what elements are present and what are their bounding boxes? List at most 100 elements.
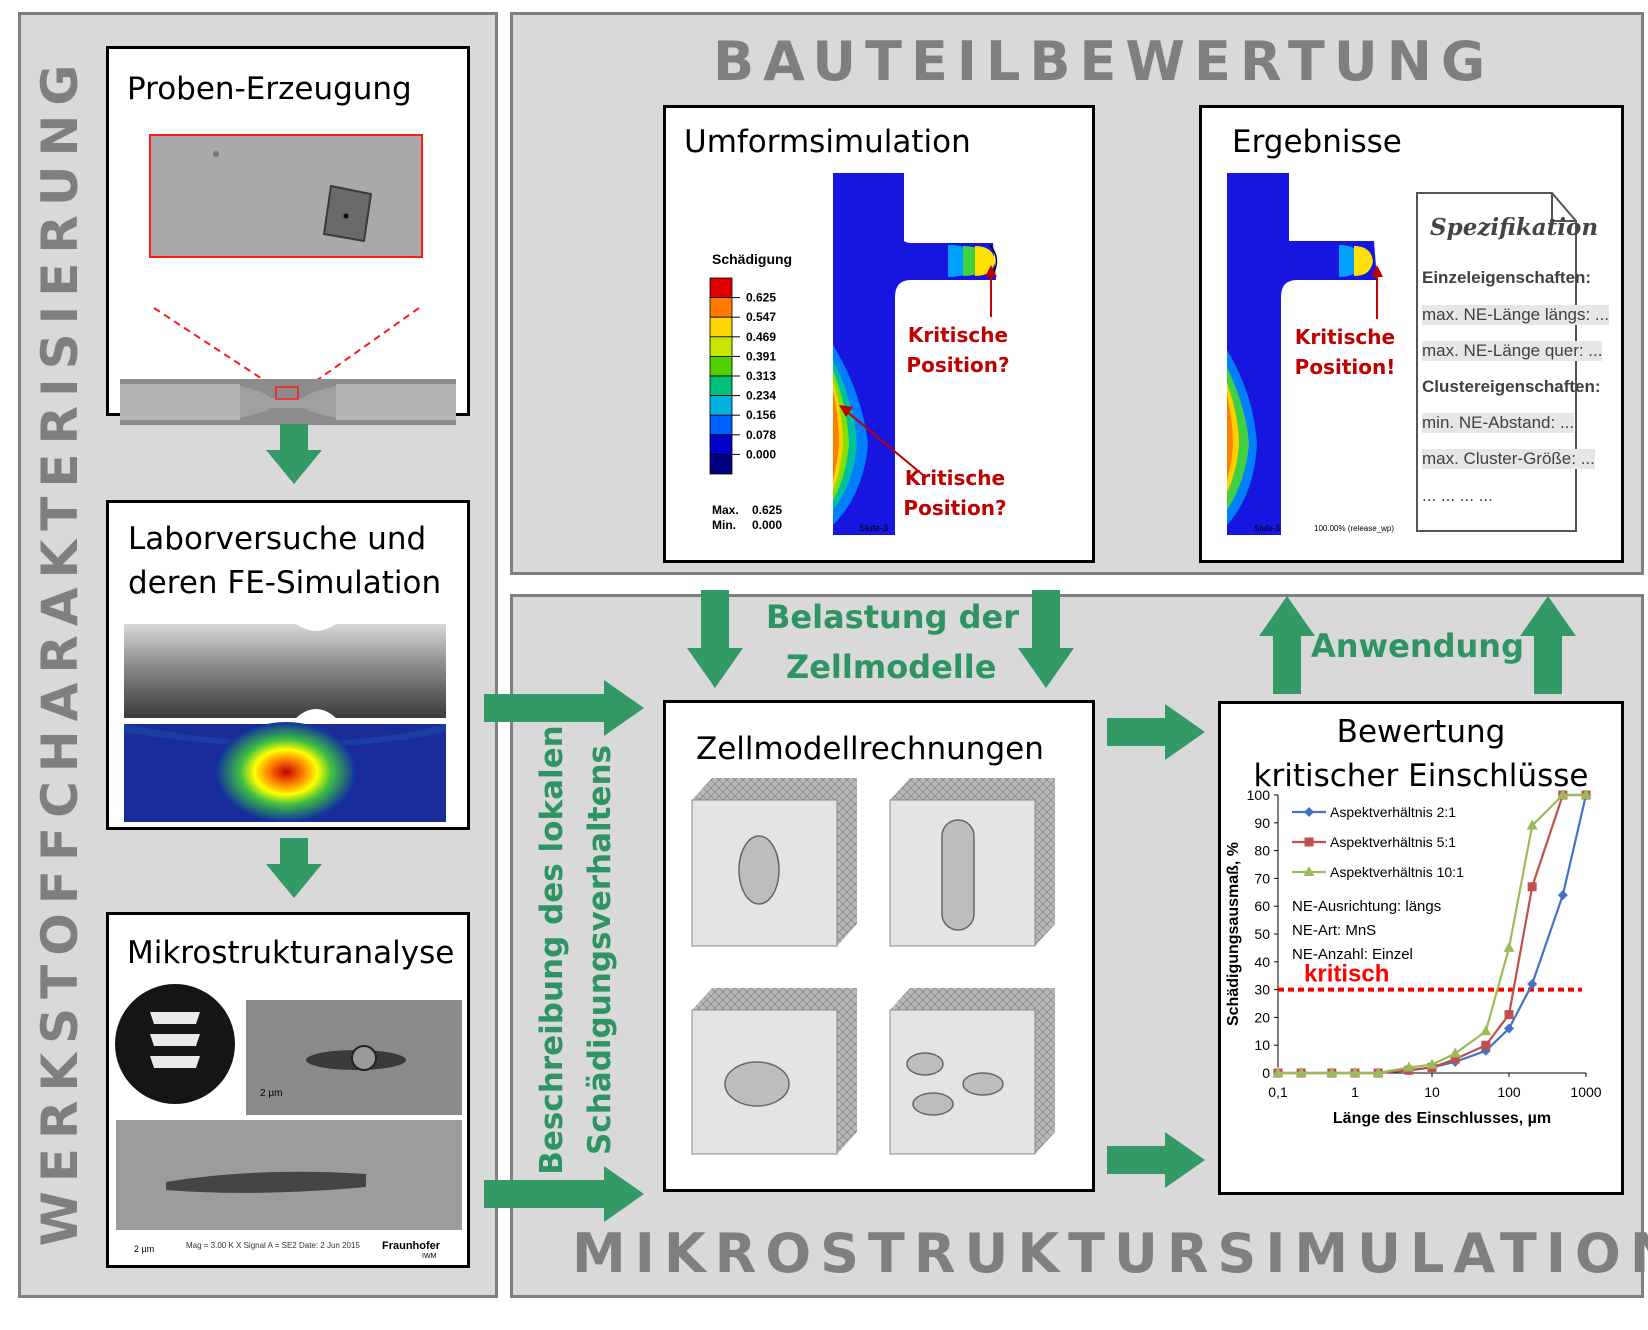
- legend-value: 0.000: [746, 447, 776, 461]
- data-point: [1557, 789, 1569, 799]
- arrow-right-zell-1: [1107, 704, 1205, 760]
- chart-annotation: NE-Art: MnS: [1292, 922, 1376, 939]
- bewertung-title-line2: kritischer Einschlüsse: [1253, 758, 1589, 794]
- belastung-label-2: Zellmodelle: [786, 648, 997, 686]
- legend-value: 0.391: [746, 349, 776, 363]
- y-tick-label: 80: [1254, 843, 1270, 859]
- umform-title: Umformsimulation: [684, 124, 971, 160]
- data-point: [1503, 941, 1515, 952]
- x-tick-label: 10: [1424, 1084, 1440, 1100]
- arrow-down-2: [266, 838, 322, 898]
- svg-text:Stufe-3: Stufe-3: [859, 523, 888, 533]
- spec-line-7: ... ... ... ...: [1422, 486, 1493, 505]
- vertical-label-1: Beschreibung des lokalen: [534, 725, 570, 1175]
- data-point: [1326, 1067, 1338, 1077]
- y-tick-label: 50: [1254, 926, 1270, 942]
- data-point: [1504, 1023, 1514, 1034]
- svg-text:2 µm: 2 µm: [260, 1088, 282, 1099]
- umform-min-label: Min.: [712, 518, 736, 532]
- legend-value: 0.234: [746, 389, 776, 403]
- spec-line-6: max. Cluster-Größe: ...: [1422, 449, 1595, 469]
- arrow-right-labor: [484, 680, 644, 736]
- x-tick-label: 0,1: [1268, 1084, 1288, 1100]
- legend-value: 0.547: [746, 310, 776, 324]
- arrow-right-zell-2: [1107, 1132, 1205, 1188]
- arrow-down-1: [266, 424, 322, 484]
- umform-min-value: 0.000: [752, 518, 783, 532]
- chart-annotation: NE-Anzahl: Einzel: [1292, 946, 1413, 963]
- data-point: [1349, 1067, 1361, 1077]
- proben-box: Proben-Erzeugung: [106, 46, 470, 425]
- data-point: [1450, 1054, 1460, 1064]
- legend-value: 0.156: [746, 408, 776, 422]
- x-axis-label: Länge des Einschlusses, µm: [1333, 1110, 1551, 1127]
- legend-label: Aspektverhältnis 5:1: [1330, 834, 1456, 850]
- data-point: [1527, 979, 1538, 990]
- x-tick-label: 100: [1497, 1084, 1521, 1100]
- data-point: [1481, 1040, 1491, 1050]
- ergebnisse-box: Ergebnisse Stufe-3 100.00% (release_wp) …: [1199, 105, 1624, 563]
- ergebnisse-title: Ergebnisse: [1232, 124, 1402, 160]
- labor-title-line1: Laborversuche und: [128, 521, 427, 557]
- spec-title: Spezifikation: [1430, 214, 1599, 241]
- bauteil-title: BAUTEILBEWERTUNG: [713, 30, 1495, 93]
- legend-value: 0.078: [746, 428, 776, 442]
- data-point: [1272, 1067, 1284, 1077]
- umform-fe-plot: Stufe-3: [833, 173, 998, 535]
- data-point: [1295, 1067, 1307, 1077]
- vertical-label-2: Schädigungsverhaltens: [582, 745, 618, 1155]
- umform-legend: 0.625 0.547 0.469 0.391 0.313 0.234 0.156 0.078…: [709, 277, 776, 475]
- umform-max-label: Max.: [712, 503, 739, 517]
- data-point: [1426, 1058, 1438, 1069]
- mikro-logo: Fraunhofer: [382, 1240, 441, 1252]
- legend-value: 0.469: [746, 330, 776, 344]
- arrow-up-anwendung-left: [1259, 596, 1315, 694]
- zellmodell-box: Zellmodellrechnungen: [663, 700, 1095, 1192]
- y-tick-label: 10: [1254, 1037, 1270, 1053]
- anwendung-label: Anwendung: [1311, 627, 1524, 665]
- belastung-label-1: Belastung der: [766, 598, 1019, 636]
- labor-images: [124, 624, 446, 822]
- arrow-right-mikro: [484, 1166, 644, 1222]
- mikro-box: Mikrostrukturanalyse 2 µm 2 µm Mag = 3.0…: [106, 912, 470, 1268]
- y-tick-label: 0: [1262, 1065, 1270, 1081]
- labor-box: Laborversuche und deren FE-Simulation: [106, 500, 470, 830]
- y-tick-label: 60: [1254, 898, 1270, 914]
- y-tick-label: 40: [1254, 954, 1270, 970]
- x-tick-label: 1: [1351, 1084, 1359, 1100]
- legend-value: 0.313: [746, 369, 776, 383]
- threshold-label: kritisch: [1304, 961, 1389, 988]
- legend-label: Aspektverhältnis 10:1: [1330, 864, 1464, 880]
- labor-title-line2: deren FE-Simulation: [128, 565, 442, 601]
- legend-value: 0.625: [746, 291, 776, 305]
- mikrosim-title: MIKROSTRUKTURSIMULATION: [572, 1222, 1648, 1285]
- data-point: [1403, 1061, 1415, 1072]
- proben-micrograph: [120, 134, 456, 425]
- data-point: [1557, 890, 1568, 901]
- arrow-up-anwendung-right: [1520, 596, 1576, 694]
- data-point: [1504, 1010, 1514, 1020]
- mikro-title: Mikrostrukturanalyse: [127, 935, 455, 971]
- data-point: [1480, 1025, 1492, 1036]
- spec-line-5: min. NE-Abstand: ...: [1422, 413, 1575, 433]
- data-point: [1449, 1047, 1461, 1058]
- svg-text:Stufe-3: Stufe-3: [1254, 524, 1280, 533]
- bewertung-title-line1: Bewertung: [1336, 714, 1506, 750]
- zellmodell-cubes: [691, 778, 1055, 1155]
- svg-text:100.00% (release_wp): 100.00% (release_wp): [1314, 524, 1394, 533]
- arrow-down-belastung-right: [1018, 590, 1074, 688]
- svg-text:IWM: IWM: [422, 1253, 437, 1260]
- arrow-down-belastung-left: [687, 590, 743, 688]
- proben-title: Proben-Erzeugung: [127, 71, 412, 107]
- mikro-images: 2 µm 2 µm Mag = 3.00 K X Signal A = SE2 …: [115, 984, 462, 1260]
- ergebnisse-fe-plot: Stufe-3 100.00% (release_wp): [1227, 173, 1577, 535]
- data-point: [1526, 819, 1538, 830]
- zellmodell-title: Zellmodellrechnungen: [696, 731, 1044, 767]
- chart-annotation: NE-Ausrichtung: längs: [1292, 898, 1441, 915]
- spec-line-1: Einzeleigenschaften:: [1422, 268, 1592, 287]
- y-tick-label: 90: [1254, 815, 1270, 831]
